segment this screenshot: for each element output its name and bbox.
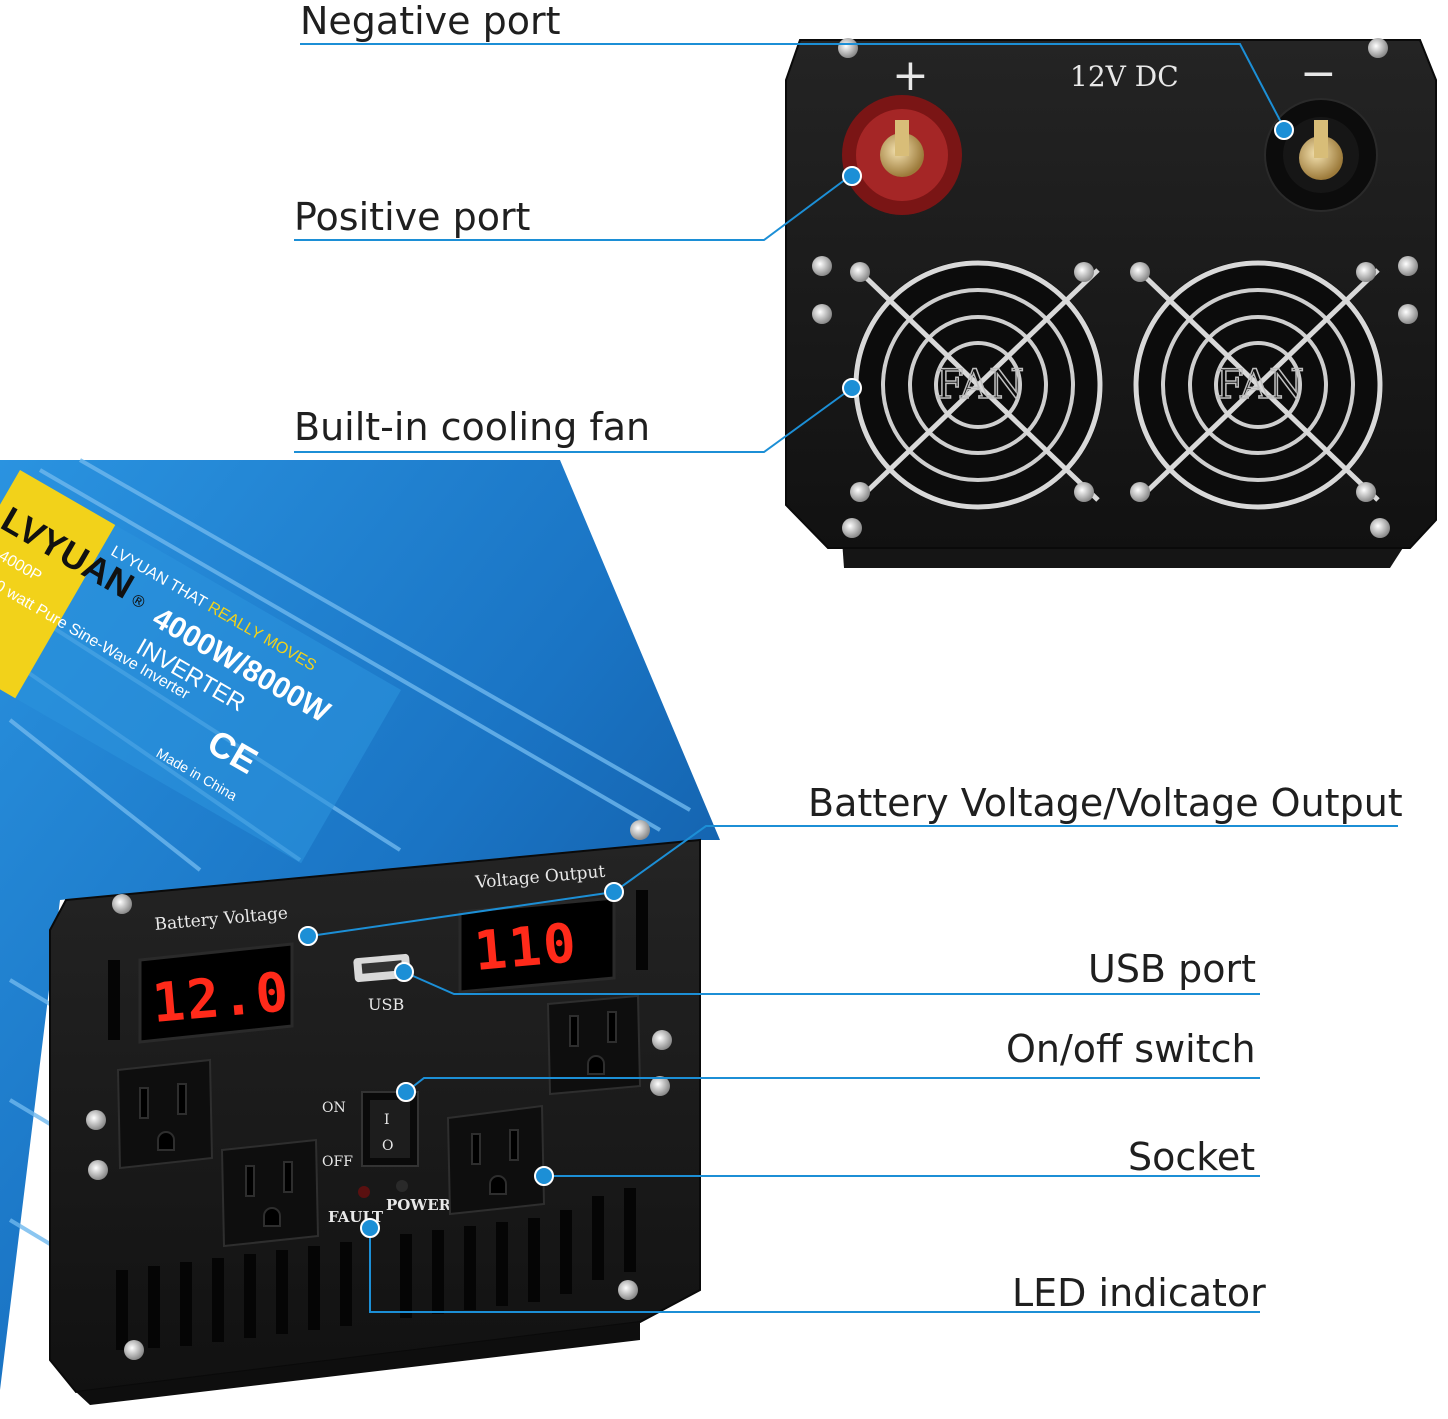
led-line <box>369 1230 1260 1313</box>
rear-screws <box>812 38 1418 538</box>
negative-symbol: − <box>1300 48 1337 99</box>
socket-2 <box>220 1138 320 1248</box>
dc-input-label: 12V DC <box>1070 60 1179 93</box>
front-mounting-foot <box>76 1322 640 1405</box>
battery-voltage-output-callout: Battery Voltage/Voltage Output <box>808 781 1403 825</box>
power-switch: ON OFF I O <box>322 1091 419 1170</box>
cooling-fan-callout: Built-in cooling fan <box>294 405 651 449</box>
switch-off-symbol: O <box>382 1138 393 1154</box>
negative-port-line <box>300 43 1285 129</box>
voltage-output-line <box>613 825 1398 893</box>
positive-port-line <box>294 175 851 241</box>
front-vents <box>108 890 648 1350</box>
on-off-switch-callout: On/off switch <box>1006 1027 1256 1071</box>
cooling-fan-line <box>294 387 853 453</box>
cooling-fan-right <box>1133 260 1383 510</box>
negative-port-callout: Negative port <box>300 0 561 43</box>
cooling-fan-left <box>853 260 1103 510</box>
socket-3 <box>446 1104 546 1216</box>
front-unit: LVYUAN THAT REALLY MOVES LVYUAN ® F-4000… <box>0 458 720 1405</box>
fan-label-left: FAN <box>936 362 1024 408</box>
switch-on-label: ON <box>322 1100 346 1116</box>
battery-voltage-reading: 12.0 <box>150 960 293 1035</box>
voltage-output-display: Voltage Output 110 <box>458 862 616 994</box>
rear-panel <box>785 38 1437 568</box>
ac-sockets <box>116 994 642 1248</box>
usb-label: USB <box>368 995 404 1014</box>
voltage-output-reading: 110 <box>472 911 581 983</box>
callout-dots <box>298 120 1294 1238</box>
fan-label-right: FAN <box>1216 362 1304 408</box>
battery-voltage-line <box>309 891 615 937</box>
switch-off-label: OFF <box>322 1154 353 1170</box>
switch-on-symbol: I <box>384 1112 390 1128</box>
positive-port-callout: Positive port <box>294 195 531 239</box>
socket-4 <box>546 994 642 1096</box>
usb-port-line <box>403 971 1260 995</box>
usb-port: USB <box>353 953 411 1014</box>
positive-symbol: + <box>892 50 929 101</box>
power-label: POWER <box>386 1196 452 1214</box>
front-screws <box>86 820 672 1360</box>
socket-1 <box>116 1058 214 1170</box>
product-label: LVYUAN THAT REALLY MOVES LVYUAN ® F-4000… <box>0 469 402 864</box>
battery-voltage-display: Battery Voltage 12.0 <box>138 903 294 1044</box>
positive-terminal <box>842 95 962 215</box>
negative-terminal <box>1264 98 1378 212</box>
usb-port-callout: USB port <box>1088 947 1256 991</box>
led-indicator-callout: LED indicator <box>1012 1271 1266 1315</box>
socket-callout: Socket <box>1128 1135 1256 1179</box>
